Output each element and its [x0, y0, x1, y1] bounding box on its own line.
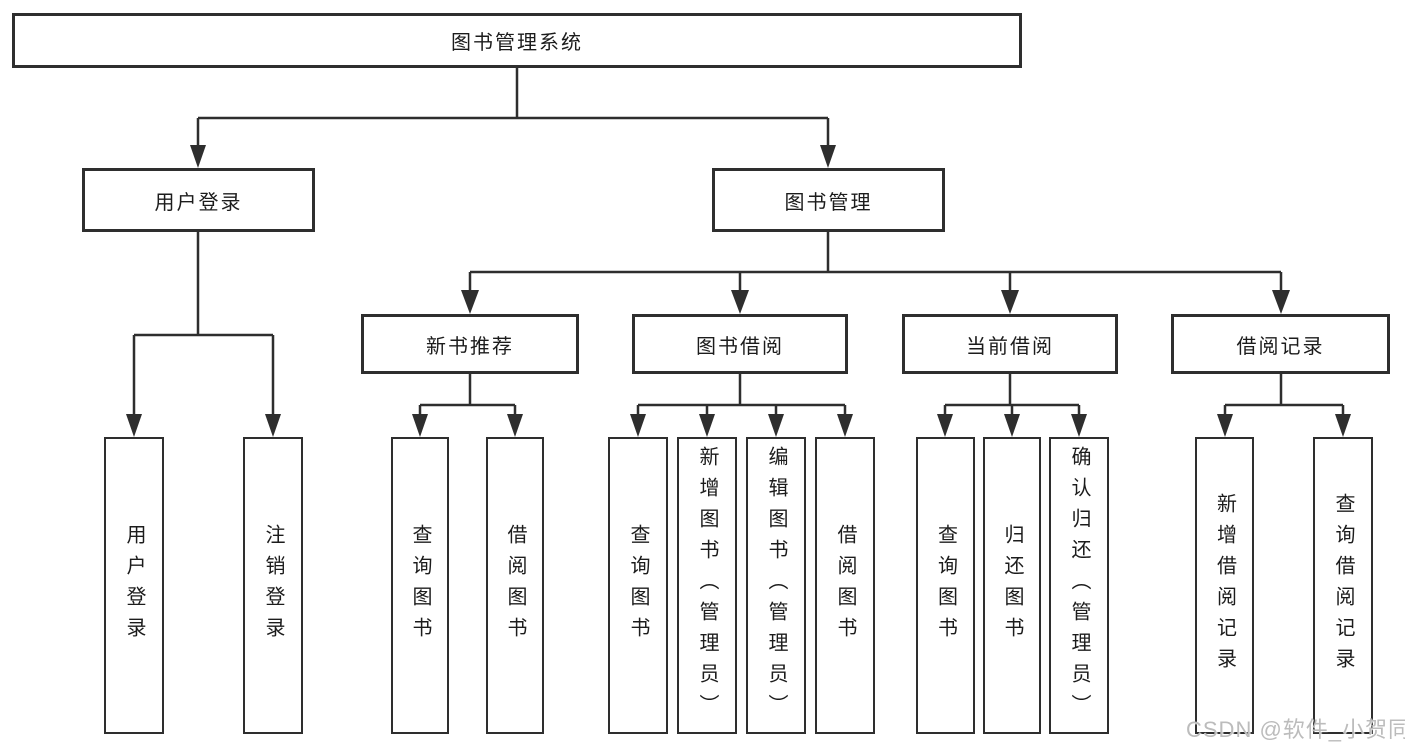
leaf-cb-return-books: 归还图书	[983, 437, 1041, 734]
leaf-br-add-record: 新增借阅记录	[1195, 437, 1254, 734]
leaf-cb-confirm-return-admin: 确认归还（管理员）	[1049, 437, 1109, 734]
node-new-book-recommend: 新书推荐	[361, 314, 579, 374]
node-root-system: 图书管理系统	[12, 13, 1022, 68]
leaf-bb-add-books-admin: 新增图书（管理员）	[677, 437, 737, 734]
csdn-watermark: CSDN @软件_小贺同学	[1186, 717, 1405, 742]
node-user-login: 用户登录	[82, 168, 315, 232]
leaf-cb-query-books: 查询图书	[916, 437, 975, 734]
arrowheads	[126, 145, 1351, 437]
node-book-management: 图书管理	[712, 168, 945, 232]
leaf-bb-query-books: 查询图书	[608, 437, 668, 734]
leaf-rec-query-books: 查询图书	[391, 437, 449, 734]
leaf-logout: 注销登录	[243, 437, 303, 734]
node-current-borrow: 当前借阅	[902, 314, 1118, 374]
node-book-borrow: 图书借阅	[632, 314, 848, 374]
leaf-rec-borrow-books: 借阅图书	[486, 437, 544, 734]
leaf-user-login: 用户登录	[104, 437, 164, 734]
node-borrow-records: 借阅记录	[1171, 314, 1390, 374]
leaf-br-query-record: 查询借阅记录	[1313, 437, 1373, 734]
leaf-bb-edit-books-admin: 编辑图书（管理员）	[746, 437, 806, 734]
edge-lines	[132, 68, 1345, 415]
leaf-bb-borrow-books: 借阅图书	[815, 437, 875, 734]
